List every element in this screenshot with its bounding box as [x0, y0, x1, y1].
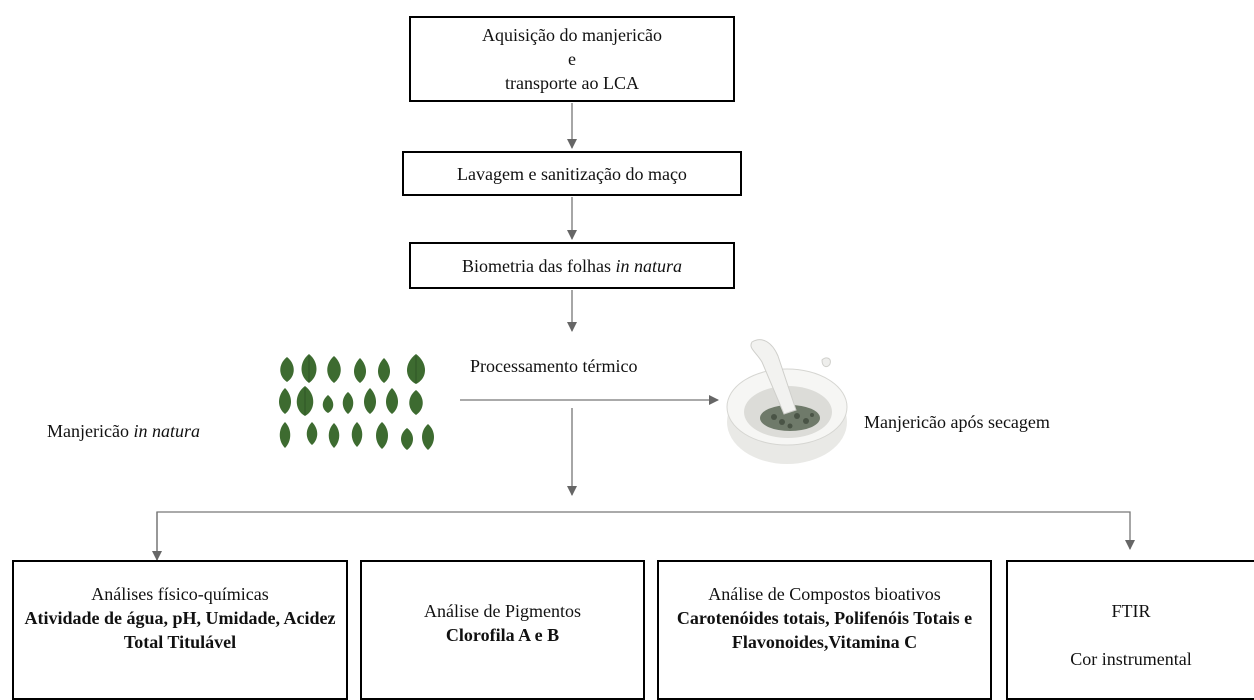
- processing-label: Processamento térmico: [470, 356, 638, 376]
- analysis-detail: Cor instrumental: [1070, 649, 1192, 669]
- basil-leaves-image: [279, 354, 434, 450]
- acquisition-line-2: e: [568, 49, 576, 69]
- acquisition-line-1: Aquisição do manjericão: [482, 25, 662, 45]
- analysis-detail: Clorofila A e B: [445, 625, 560, 645]
- washing-box: Lavagem e sanitização do maço: [402, 151, 742, 196]
- analysis-title: Análise de Compostos bioativos: [708, 584, 941, 604]
- analysis-box-physicochemical: Análises físico-químicas Atividade de ág…: [12, 560, 348, 700]
- biometry-box: Biometria das folhas in natura: [409, 242, 735, 289]
- fresh-basil-label: Manjericão in natura: [47, 421, 200, 441]
- dried-basil-label: Manjericão após secagem: [864, 412, 1050, 432]
- analysis-title: FTIR: [1111, 601, 1151, 621]
- analysis-detail: Carotenóides totais, Polifenóis Totais e…: [676, 608, 973, 652]
- analysis-detail: Atividade de água, pH, Umidade, Acidez T…: [24, 608, 336, 652]
- biometry-text: Biometria das folhas in natura: [462, 255, 682, 276]
- acquisition-box: Aquisição do manjericão e transporte ao …: [409, 16, 735, 102]
- connector-arrows: [152, 103, 1135, 561]
- analysis-box-pigments: Análise de Pigmentos Clorofila A e B: [360, 560, 645, 700]
- washing-text: Lavagem e sanitização do maço: [457, 163, 687, 184]
- acquisition-line-3: transporte ao LCA: [505, 73, 639, 93]
- branch-line: [156, 511, 1135, 560]
- analysis-title: Análise de Pigmentos: [424, 601, 581, 621]
- mortar-pestle-image: [726, 339, 848, 464]
- analysis-title: Análises físico-químicas: [91, 584, 269, 604]
- analysis-box-bioactive: Análise de Compostos bioativos Carotenói…: [657, 560, 992, 700]
- analysis-box-ftir: FTIR Cor instrumental: [1006, 560, 1254, 700]
